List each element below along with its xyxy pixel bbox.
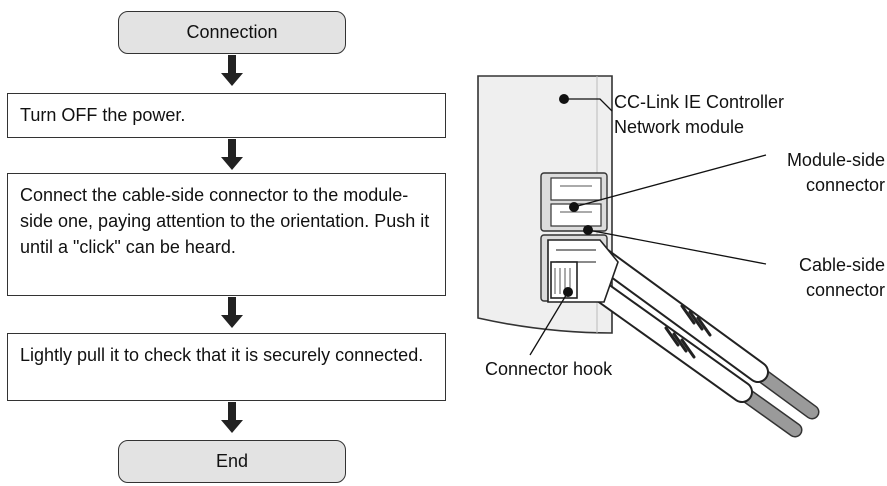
module-side-connector xyxy=(540,172,608,232)
start-label: Connection xyxy=(186,22,278,42)
hook-label: Connector hook xyxy=(485,359,613,379)
end-terminal: End xyxy=(118,440,346,483)
step-text: Connect the cable-side connector to the … xyxy=(20,185,430,257)
flow-arrow xyxy=(221,402,243,433)
end-label: End xyxy=(215,451,249,471)
module-label-line2: Network module xyxy=(614,117,745,137)
module-label-line1: CC-Link IE Controller xyxy=(614,92,785,112)
module-label: CC-Link IE Controller Network module xyxy=(614,90,784,140)
flow-arrow xyxy=(221,55,243,86)
module-connector-line2: connector xyxy=(805,175,885,195)
flow-arrow xyxy=(221,139,243,170)
step-power-off: Turn OFF the power. xyxy=(7,93,446,138)
step-connect: Connect the cable-side connector to the … xyxy=(7,173,446,296)
cable-connector-line2: connector xyxy=(805,280,885,300)
step-text: Turn OFF the power. xyxy=(20,105,186,125)
cable-connector-line1: Cable-side xyxy=(798,255,885,275)
flow-arrow xyxy=(221,297,243,328)
start-terminal: Connection xyxy=(118,11,346,54)
module-connector-label: Module-side connector xyxy=(787,148,885,198)
step-text: Lightly pull it to check that it is secu… xyxy=(20,345,424,365)
cable-connector-label: Cable-side connector xyxy=(799,253,885,303)
step-check: Lightly pull it to check that it is secu… xyxy=(7,333,446,401)
module-connector-line1: Module-side xyxy=(786,150,885,170)
cable-boots xyxy=(577,247,769,403)
